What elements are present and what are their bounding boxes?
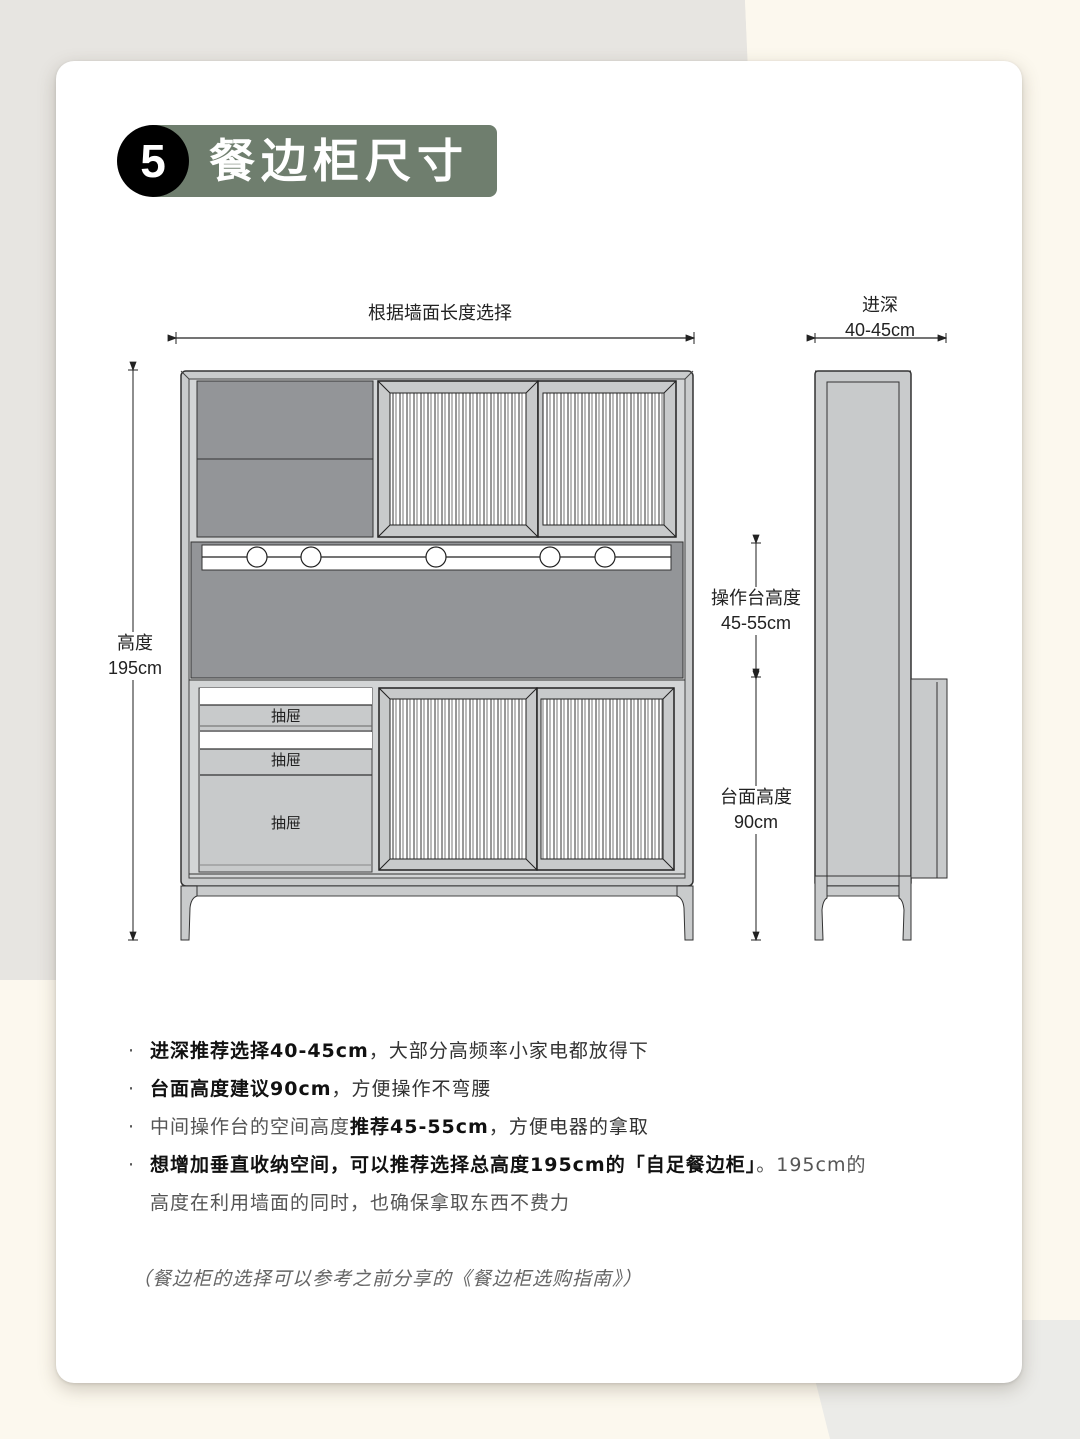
note-text-pre: 中间操作台的空间高度 <box>150 1116 351 1138</box>
section-number-badge: 5 <box>117 125 189 197</box>
bullet: · <box>128 1154 136 1176</box>
note-item: · 中间操作台的空间高度推荐45-55cm，方便电器的拿取 <box>128 1108 968 1146</box>
note-item: · 进深推荐选择40-45cm，大部分高频率小家电都放得下 <box>128 1032 968 1070</box>
note-emphasis: 想增加垂直收纳空间，可以推荐选择总高度195cm的「自足餐边柜」 <box>150 1154 757 1176</box>
workspace-height-label-cn: 操作台高度 <box>711 588 801 609</box>
note-text: ，大部分高频率小家电都放得下 <box>368 1040 649 1062</box>
bullet: · <box>128 1040 136 1062</box>
workspace-height-label-value: 45-55cm <box>720 613 792 633</box>
note-emphasis: 台面高度建议90cm <box>150 1078 332 1100</box>
title-text: 餐边柜尺寸 <box>209 134 469 188</box>
section-title: 餐边柜尺寸 5 <box>117 125 497 197</box>
counter-height-label-value: 90cm <box>733 812 778 832</box>
title-bar <box>147 125 497 197</box>
bullet: · <box>128 1078 136 1100</box>
note-text: 。195cm的 <box>756 1154 867 1176</box>
footnote: （餐边柜的选择可以参考之前分享的《餐边柜选购指南》） <box>132 1268 643 1290</box>
notes-list: · 进深推荐选择40-45cm，大部分高频率小家电都放得下 · 台面高度建议90… <box>128 1032 968 1222</box>
drawer-label-3: 抽屉 <box>270 814 301 832</box>
note-text: ，方便电器的拿取 <box>488 1116 649 1138</box>
counter-height-label: 台面高度 90cm <box>708 786 804 834</box>
counter-height-label-cn: 台面高度 <box>720 787 792 808</box>
note-item: · 台面高度建议90cm，方便操作不弯腰 <box>128 1070 968 1108</box>
drawer-label-1: 抽屉 <box>270 707 301 725</box>
note-text: ，方便操作不弯腰 <box>331 1078 492 1100</box>
depth-label: 进深 40-45cm <box>830 294 930 342</box>
note-emphasis: 进深推荐选择40-45cm <box>150 1040 369 1062</box>
depth-label-cn: 进深 <box>862 295 898 316</box>
workspace-height-label: 操作台高度 45-55cm <box>700 587 812 635</box>
note-text-line2: 高度在利用墙面的同时，也确保拿取东西不费力 <box>150 1192 571 1214</box>
height-label-cn: 高度 <box>117 633 153 654</box>
depth-label-value: 40-45cm <box>844 320 916 340</box>
bullet: · <box>128 1116 136 1138</box>
drawer-label-2: 抽屉 <box>270 751 301 769</box>
height-label: 高度 195cm <box>95 632 175 680</box>
height-label-value: 195cm <box>107 658 163 678</box>
width-label: 根据墙面长度选择 <box>368 303 512 324</box>
note-item: · 想增加垂直收纳空间，可以推荐选择总高度195cm的「自足餐边柜」。195cm… <box>128 1146 968 1222</box>
note-emphasis: 推荐45-55cm <box>350 1116 489 1138</box>
